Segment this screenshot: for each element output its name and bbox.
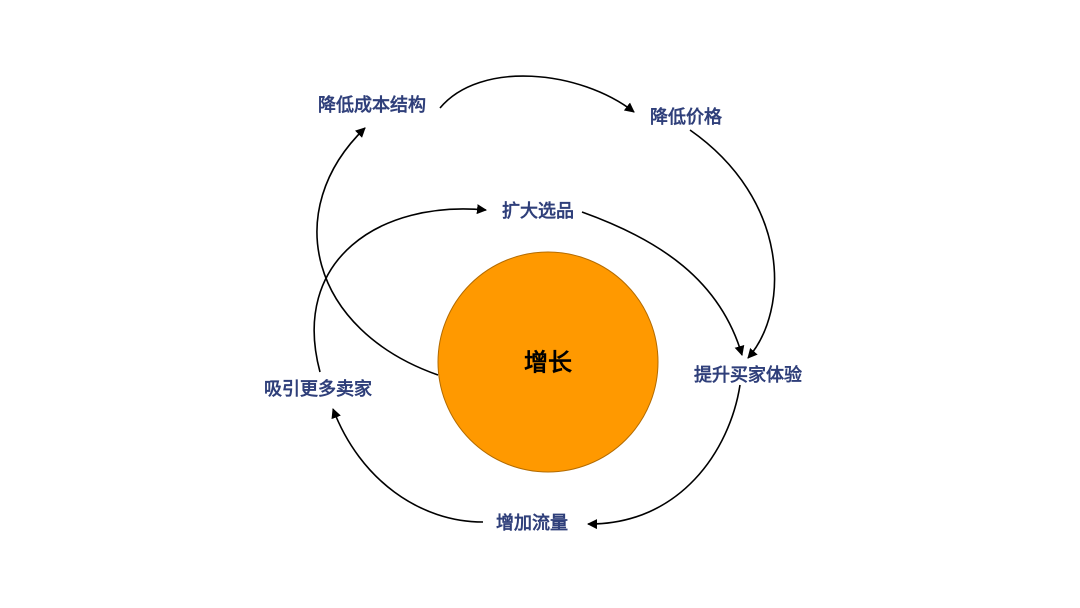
arrow-growth-to-cost (316, 127, 439, 376)
growth-label: 增长 (524, 348, 572, 377)
node-improve-buyer-experience: 提升买家体验 (694, 365, 802, 386)
arrow-cost-to-price (439, 75, 635, 113)
arrow-experience-to-traffic (587, 384, 741, 530)
node-expand-selection: 扩大选品 (502, 201, 574, 222)
arrow-selection-to-experience (581, 211, 745, 356)
arrow-traffic-to-sellers (331, 408, 484, 523)
node-increase-traffic: 增加流量 (496, 513, 568, 534)
arrow-sellers-to-selection (313, 204, 487, 373)
arrow-price-to-experience (689, 129, 776, 359)
node-reduce-cost-structure: 降低成本结构 (318, 95, 426, 116)
node-lower-prices: 降低价格 (650, 107, 722, 128)
growth-circle (437, 251, 659, 473)
node-attract-more-sellers: 吸引更多卖家 (264, 379, 372, 400)
